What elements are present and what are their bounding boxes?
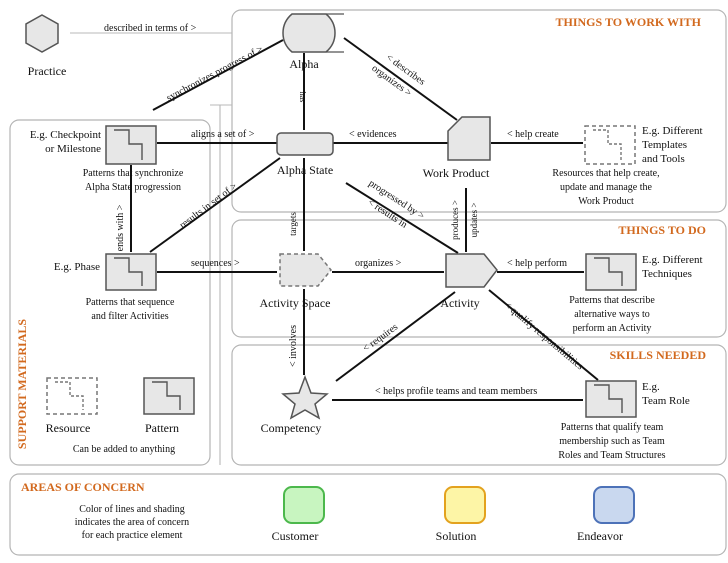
phase-title: E.g. Phase <box>54 261 100 273</box>
work-product-label: Work Product <box>423 166 490 180</box>
activity-space-icon[interactable] <box>279 253 332 287</box>
added-to-anything: Can be added to anything <box>73 444 175 455</box>
templates-resource-icon[interactable] <box>584 125 636 165</box>
edge-targets: targets <box>288 212 298 236</box>
grey-connectors <box>70 32 232 465</box>
customer-swatch[interactable] <box>283 486 325 524</box>
edge-organizes: organizes > <box>355 258 402 269</box>
edge-labels: described in terms of > synchronizes pro… <box>104 23 585 397</box>
edge-involves: < involves <box>288 325 299 367</box>
activity-label: Activity <box>440 296 479 310</box>
edge-sequences: sequences > <box>191 258 240 269</box>
frame-things-to-work-with <box>231 9 727 213</box>
team-role-pattern-icon[interactable] <box>585 380 637 418</box>
frame-support-materials <box>9 119 211 466</box>
customer-label: Customer <box>272 529 319 543</box>
templates-description: Resources that help create,update and ma… <box>552 168 659 207</box>
header-things-to-do: THINGS TO DO <box>618 223 706 237</box>
practice-label: Practice <box>28 64 67 78</box>
work-product-icon[interactable] <box>447 116 491 161</box>
frame-skills-needed <box>231 344 727 466</box>
header-things-to-work-with: THINGS TO WORK WITH <box>556 15 702 29</box>
activity-space-label: Activity Space <box>260 296 331 310</box>
solution-swatch[interactable] <box>444 486 486 524</box>
edge-updates: updates > <box>469 203 479 238</box>
frame-things-to-do <box>231 219 727 338</box>
edge-helps-profile: < helps profile teams and team members <box>375 386 537 397</box>
phase-pattern-icon[interactable] <box>105 253 157 291</box>
edge-results-in-set-of: results in set of > <box>178 181 240 232</box>
team-role-title: E.g.Team Role <box>642 381 690 407</box>
edge-aligns-a-set-of: aligns a set of > <box>191 129 255 140</box>
techniques-pattern-icon[interactable] <box>585 253 637 291</box>
relationship-lines <box>130 37 599 401</box>
practice-hexagon-icon[interactable] <box>25 14 59 53</box>
checkpoint-pattern-icon[interactable] <box>105 125 157 165</box>
edge-qualify-responsibilities: < qualify responsibilities <box>502 300 585 372</box>
endeavor-label: Endeavor <box>577 529 623 543</box>
endeavor-swatch[interactable] <box>593 486 635 524</box>
solution-label: Solution <box>436 529 477 543</box>
frame-areas-of-concern <box>9 473 727 556</box>
edge-produces: produces > <box>450 200 460 240</box>
alpha-label: Alpha <box>289 57 319 71</box>
alpha-icon[interactable] <box>282 13 336 53</box>
pattern-legend-icon[interactable] <box>143 377 195 415</box>
competency-label: Competency <box>261 421 322 435</box>
competency-star-icon[interactable] <box>281 374 329 420</box>
resource-label: Resource <box>46 421 91 435</box>
header-areas-of-concern: AREAS OF CONCERN <box>21 480 145 494</box>
edge-has: has <box>298 92 307 103</box>
edge-synchronizes-progress-of: synchronizes progress of > <box>165 44 265 104</box>
edge-evidences: < evidences <box>349 129 397 140</box>
edge-help-create: < help create <box>507 129 559 140</box>
alpha-state-label: Alpha State <box>277 163 333 177</box>
alpha-state-icon[interactable] <box>276 132 334 156</box>
resource-legend-icon[interactable] <box>46 377 98 415</box>
header-skills-needed: SKILLS NEEDED <box>610 348 707 362</box>
header-support-materials: SUPPORT MATERIALS <box>15 319 29 449</box>
pattern-label: Pattern <box>145 421 179 435</box>
activity-icon[interactable] <box>445 253 498 288</box>
edge-ends-with: ends with > <box>115 204 126 251</box>
edge-described-in-terms-of: described in terms of > <box>104 23 197 34</box>
edge-help-perform: < help perform <box>507 258 567 269</box>
